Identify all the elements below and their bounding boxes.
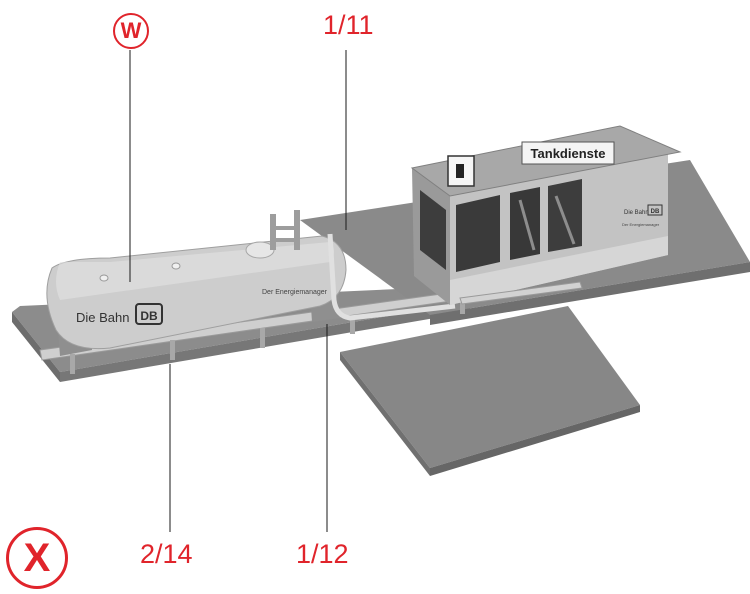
front-pad <box>340 306 640 468</box>
tank-ladder <box>270 210 300 250</box>
callout-1-11: 1/11 <box>323 10 374 40</box>
pipe <box>327 233 456 321</box>
tank-slogan: Der Energiemanager <box>262 289 328 296</box>
building-slogan: Der Energiemanager <box>622 222 660 227</box>
tank-brand: Die Bahn <box>76 310 129 325</box>
callout-1-12: 1/12 <box>296 539 349 569</box>
building-brand: Die Bahn <box>624 210 649 216</box>
badge-x: X <box>6 527 68 589</box>
leader-lines <box>129 50 347 532</box>
building-logo: DB <box>651 209 660 215</box>
building-windows <box>420 179 582 272</box>
tank-logo: DB <box>140 309 158 323</box>
roof-sign: Tankdienste <box>531 146 606 161</box>
callout-2-14: 2/14 <box>140 539 193 569</box>
badge-w: W <box>113 13 149 49</box>
